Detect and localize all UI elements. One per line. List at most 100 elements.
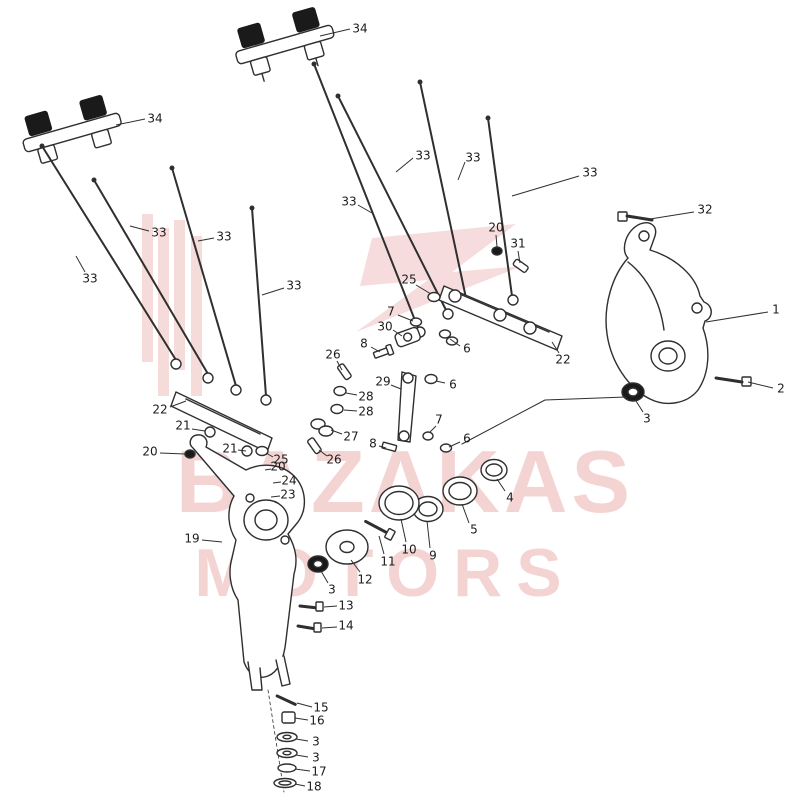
callout-15: 15 (296, 701, 329, 715)
callout-25: 25 (401, 273, 432, 295)
callout-label: 6 (449, 378, 457, 392)
rocker-assembly-left (22, 95, 122, 164)
callout-label: 29 (375, 375, 390, 389)
callout-8: 8 (369, 437, 387, 451)
callout-label: 20 (142, 445, 157, 459)
callout-label: 28 (358, 405, 373, 419)
callout-label: 2 (777, 382, 785, 396)
bolt-13 (298, 601, 324, 612)
callout-label: 32 (697, 203, 712, 217)
callout-26: 26 (325, 348, 343, 371)
callout-label: 18 (306, 780, 321, 794)
nut-16 (281, 711, 296, 724)
callout-21: 21 (175, 419, 206, 433)
callout-27: 27 (330, 430, 359, 444)
callout-34: 34 (319, 22, 368, 37)
callout-13: 13 (323, 599, 354, 613)
callout-12: 12 (350, 559, 373, 587)
callout-22: 22 (551, 341, 571, 367)
callout-9: 9 (426, 520, 437, 563)
callout-label: 9 (429, 549, 437, 563)
callout-19: 19 (184, 532, 223, 546)
callout-label: 25 (401, 273, 416, 287)
callout-20: 20 (488, 221, 504, 248)
callout-31: 31 (510, 237, 526, 264)
center-link-bar (438, 285, 563, 351)
bolt-15 (275, 694, 297, 706)
callout-3: 3 (295, 735, 320, 749)
callout-label: 33 (216, 230, 231, 244)
bracket-plate (605, 211, 752, 405)
washer-6-a (438, 329, 452, 339)
callout-label: 31 (510, 237, 525, 251)
callout-33: 33 (75, 255, 98, 286)
callout-22: 22 (152, 400, 187, 417)
callout-4: 4 (496, 478, 514, 505)
bolt-31 (512, 258, 529, 273)
callout-17: 17 (294, 765, 327, 779)
callout-label: 30 (377, 320, 392, 334)
callout-label: 4 (506, 491, 514, 505)
washer-28-a (333, 385, 347, 397)
callout-label: 12 (357, 573, 372, 587)
callout-label: 8 (369, 437, 377, 451)
callout-6: 6 (448, 432, 471, 448)
callout-label: 13 (338, 599, 353, 613)
callout-21: 21 (222, 442, 247, 456)
washer-28-b (330, 403, 344, 415)
callout-2: 2 (747, 382, 785, 396)
callout-33: 33 (395, 149, 431, 173)
callout-label: 17 (311, 765, 326, 779)
callout-30: 30 (377, 320, 403, 337)
callout-label: 6 (463, 432, 471, 446)
callout-11: 11 (378, 535, 396, 569)
bolt-11 (364, 519, 396, 541)
washer-6-c (424, 373, 438, 385)
callout-28: 28 (345, 390, 374, 404)
callout-28: 28 (343, 405, 374, 419)
callout-label: 16 (309, 714, 324, 728)
callout-6: 6 (435, 378, 457, 392)
washer-20-left (184, 449, 196, 459)
bolt-26-b (307, 437, 322, 455)
bolt-8-top (372, 343, 395, 359)
washer-25-b (255, 445, 269, 457)
callout-label: 7 (387, 305, 395, 319)
callout-label: 3 (643, 412, 651, 426)
bolt-14 (296, 622, 322, 633)
callout-label: 21 (175, 419, 190, 433)
callout-26: 26 (318, 449, 342, 467)
bolt-2 (714, 376, 752, 387)
washer-25-top (427, 291, 441, 303)
bolt-8-b (381, 441, 398, 452)
tie-rod-top-studs (39, 61, 491, 211)
callout-label: 22 (152, 403, 167, 417)
callout-label: 24 (281, 474, 296, 488)
callout-33: 33 (511, 166, 598, 197)
callout-29: 29 (375, 375, 402, 390)
callout-7: 7 (387, 305, 414, 322)
washer-27-b (318, 425, 334, 437)
callout-label: 8 (360, 337, 368, 351)
callout-label: 34 (147, 112, 162, 126)
callout-label: 23 (280, 488, 295, 502)
callout-6: 6 (449, 338, 471, 356)
callout-7: 7 (429, 413, 443, 433)
callout-33: 33 (457, 151, 481, 181)
callout-label: 19 (184, 532, 199, 546)
callout-label: 20 (270, 460, 285, 474)
callout-label: 3 (312, 751, 320, 765)
center-small-parts (372, 246, 529, 453)
bottom-stack (267, 689, 298, 793)
callout-label: 27 (343, 430, 358, 444)
bolt-32 (617, 211, 654, 222)
ring-series (307, 458, 508, 573)
steering-knuckle (189, 434, 305, 691)
callout-label: 34 (352, 22, 367, 36)
callout-10: 10 (400, 518, 417, 557)
callout-label: 10 (401, 543, 416, 557)
callout-33: 33 (197, 230, 232, 244)
